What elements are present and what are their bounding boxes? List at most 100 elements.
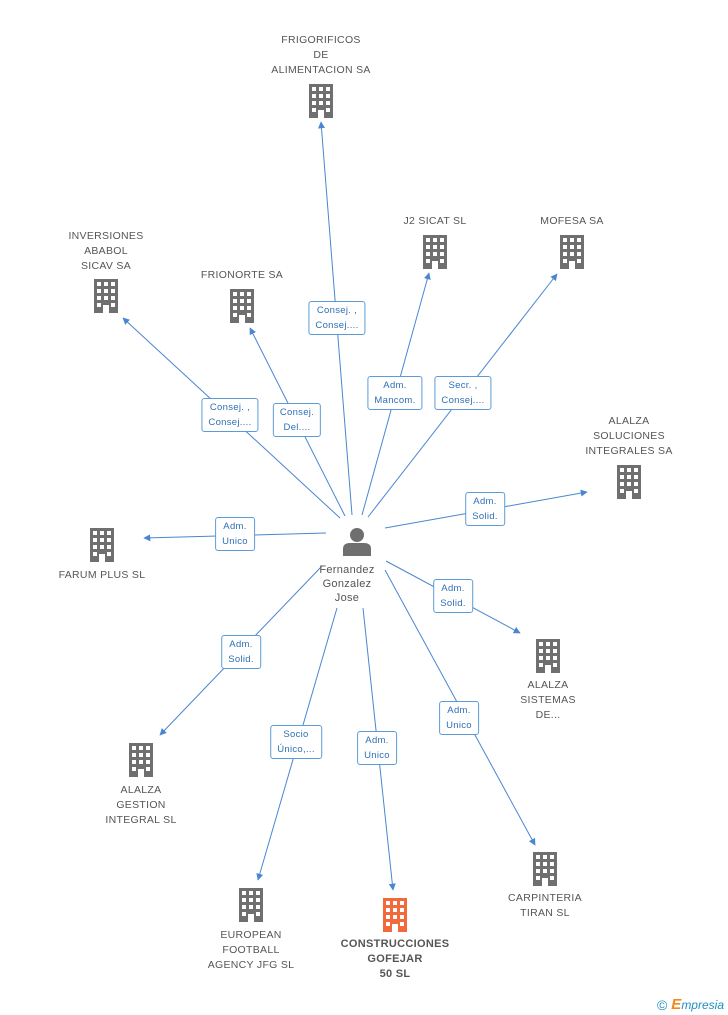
company-label-line: ALALZA — [120, 784, 162, 796]
edge-label-construcciones[interactable]: Adm. Unico — [357, 731, 397, 765]
building-icon[interactable] — [309, 84, 333, 118]
company-label-farum[interactable]: FARUM PLUS SL — [27, 568, 177, 583]
edge-label-line: Unico — [222, 536, 248, 547]
person-icon-body — [343, 543, 371, 556]
building-icon[interactable] — [383, 898, 407, 932]
company-label-line: INTEGRALES SA — [585, 445, 673, 457]
company-label-line: ABABOL — [84, 245, 128, 257]
edge-label-line: Consej. , — [316, 305, 358, 316]
brand-footer: © Empresia — [657, 996, 724, 1013]
company-label-line: DE... — [535, 709, 561, 721]
edge-label-line: Unico — [446, 720, 472, 731]
edge-label-line: Solid. — [472, 511, 498, 522]
company-label-line: SICAV SA — [80, 260, 132, 272]
edge-label-alalza-soluciones[interactable]: Adm. Solid. — [465, 492, 505, 526]
company-label-alalza-gestion[interactable]: ALALZA GESTION INTEGRAL SL — [66, 783, 216, 828]
person-icon-head — [350, 528, 364, 542]
company-label-line: J2 SICAT SL — [403, 215, 467, 227]
edge-label-line: Socio — [283, 729, 309, 740]
company-label-line: SISTEMAS — [520, 694, 576, 706]
edge-label-carpinteria[interactable]: Adm. Unico — [439, 701, 479, 735]
company-label-line: ALALZA — [608, 415, 650, 427]
company-label-line: SOLUCIONES — [593, 430, 665, 442]
edge-label-inversiones[interactable]: Consej. , Consej.... — [201, 398, 259, 432]
edge-label-alalza-sistemas[interactable]: Adm. Solid. — [433, 579, 473, 613]
edge-label-line: Solid. — [440, 598, 466, 609]
building-icon[interactable] — [94, 279, 118, 313]
company-label-line: INTEGRAL SL — [105, 814, 177, 826]
edge-label-line: Del.... — [283, 422, 311, 433]
company-label-line: ALIMENTACION SA — [271, 64, 371, 76]
company-label-line: 50 SL — [379, 968, 411, 980]
edge-label-line: Adm. — [473, 496, 497, 507]
company-label-line: AGENCY JFG SL — [207, 959, 295, 971]
copyright-icon: © — [656, 996, 668, 1013]
company-label-line: TIRAN SL — [520, 907, 570, 919]
building-icon[interactable] — [533, 852, 557, 886]
edge-label-line: Único,... — [277, 744, 315, 755]
edge-label-line: Mancom. — [374, 395, 416, 406]
company-label-line: FOOTBALL — [222, 944, 280, 956]
edge-label-farum[interactable]: Adm. Unico — [215, 517, 255, 551]
brand-name: mpresia — [681, 998, 724, 1012]
company-label-alalza-sistemas[interactable]: ALALZA SISTEMAS DE... — [473, 678, 623, 723]
company-label-line: FRIONORTE SA — [200, 269, 284, 281]
person-name[interactable]: Fernandez Gonzalez Jose — [287, 563, 407, 605]
building-icon[interactable] — [239, 888, 263, 922]
edge-label-line: Consej.... — [208, 417, 252, 428]
edge-label-line: Adm. — [447, 705, 471, 716]
company-label-frionorte[interactable]: FRIONORTE SA — [167, 268, 317, 283]
edge-label-line: Adm. — [229, 639, 253, 650]
company-label-line: MOFESA SA — [540, 215, 604, 227]
building-icon[interactable] — [617, 465, 641, 499]
building-icon[interactable] — [560, 235, 584, 269]
edge-label-line: Adm. — [223, 521, 247, 532]
edge-label-line: Unico — [364, 750, 390, 761]
edge-label-line: Adm. — [383, 380, 407, 391]
company-label-line: INVERSIONES — [68, 230, 144, 242]
edges-layer — [122, 121, 588, 891]
company-label-inversiones[interactable]: INVERSIONES ABABOL SICAV SA — [31, 229, 181, 274]
person-name-line: Gonzalez — [322, 578, 372, 590]
edge-label-mofesa[interactable]: Secr. , Consej.... — [434, 376, 492, 410]
edge-label-line: Consej. — [279, 407, 315, 418]
nodes-layer — [90, 84, 641, 932]
person-name-line: Jose — [334, 592, 360, 604]
person-icon[interactable] — [343, 528, 371, 556]
edge-label-frionorte[interactable]: Consej. Del.... — [272, 403, 322, 437]
company-label-construcciones[interactable]: CONSTRUCCIONES GOFEJAR 50 SL — [320, 937, 470, 982]
company-label-carpinteria[interactable]: CARPINTERIA TIRAN SL — [470, 891, 620, 921]
company-label-frigorificos[interactable]: FRIGORIFICOS DE ALIMENTACION SA — [246, 33, 396, 78]
building-icon[interactable] — [536, 639, 560, 673]
company-label-alalza-soluciones[interactable]: ALALZA SOLUCIONES INTEGRALES SA — [554, 414, 704, 459]
edge-label-line: Secr. , — [448, 380, 478, 391]
edge-label-line: Consej. , — [209, 402, 251, 413]
edge-label-j2sicat[interactable]: Adm. Mancom. — [367, 376, 423, 410]
company-label-line: FRIGORIFICOS — [281, 34, 361, 46]
brand-initial: E — [671, 996, 682, 1013]
edge-label-line: Adm. — [365, 735, 389, 746]
building-icon[interactable] — [129, 743, 153, 777]
company-label-line: CARPINTERIA — [508, 892, 582, 904]
company-label-line: GOFEJAR — [367, 953, 423, 965]
building-icon[interactable] — [90, 528, 114, 562]
company-label-j2sicat[interactable]: J2 SICAT SL — [360, 214, 510, 229]
company-label-line: GESTION — [116, 799, 166, 811]
edge-label-frigorificos[interactable]: Consej. , Consej.... — [308, 301, 366, 335]
edge-label-line: Adm. — [441, 583, 465, 594]
company-label-line: ALALZA — [527, 679, 569, 691]
company-label-line: EUROPEAN — [220, 929, 282, 941]
company-label-line: DE — [313, 49, 329, 61]
building-icon[interactable] — [230, 289, 254, 323]
edge-label-line: Solid. — [228, 654, 254, 665]
person-name-line: Fernandez — [319, 564, 375, 576]
edge-label-line: Consej.... — [315, 320, 359, 331]
company-label-european[interactable]: EUROPEAN FOOTBALL AGENCY JFG SL — [176, 928, 326, 973]
building-icon[interactable] — [423, 235, 447, 269]
edge-label-line: Consej.... — [441, 395, 485, 406]
company-label-mofesa[interactable]: MOFESA SA — [497, 214, 647, 229]
company-label-line: CONSTRUCCIONES — [340, 938, 450, 950]
edge-label-alalza-gestion[interactable]: Adm. Solid. — [221, 635, 261, 669]
